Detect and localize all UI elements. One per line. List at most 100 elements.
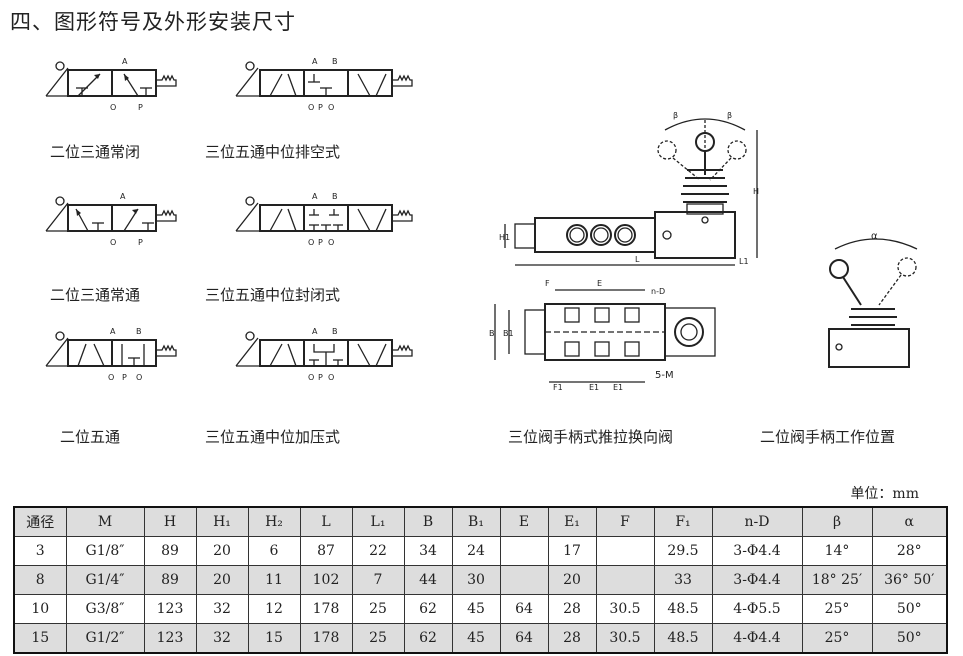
port-p-label: P (122, 373, 127, 382)
handle-position-drawing: α (828, 231, 918, 368)
table-cell: 22 (351, 536, 405, 566)
dim-l-label: L (635, 255, 640, 264)
table-cell: 123 (143, 594, 197, 624)
table-cell: 25° (801, 623, 873, 654)
valve-elevation-drawing: β β L L1 H1 H (499, 111, 759, 266)
dim-e1-label: E1 (613, 383, 623, 392)
port-o2-label: O (328, 238, 334, 247)
port-o-label: O (308, 238, 314, 247)
table-header-cell: β (801, 506, 873, 537)
table-cell: 8 (13, 565, 67, 595)
table-header-cell: H₁ (195, 506, 249, 537)
table-header-cell: B₁ (451, 506, 501, 537)
table-cell: 18° 25′ (801, 565, 873, 595)
table-cell: 28 (547, 623, 597, 654)
side-drawing-caption: 二位阀手柄工作位置 (760, 428, 896, 446)
port-a-label: A (122, 57, 128, 66)
table-cell: G1/4″ (65, 565, 145, 595)
table-cell: 64 (499, 623, 549, 654)
port-a-label: A (110, 327, 116, 336)
dim-e-label: E (597, 279, 602, 288)
table-cell (499, 565, 549, 595)
beta-label: β (727, 111, 732, 120)
table-cell: 48.5 (653, 594, 713, 624)
table-header-cell: E (499, 506, 549, 537)
table-cell: G1/2″ (65, 623, 145, 654)
table-header-cell: 通径 (13, 506, 67, 537)
port-o-label: O (308, 103, 314, 112)
table-cell: 20 (195, 565, 249, 595)
table-cell: 10 (13, 594, 67, 624)
symbol-3pos-5way-closed: A B O P O (235, 192, 413, 247)
port-a-label: A (312, 192, 318, 201)
table-cell: 48.5 (653, 623, 713, 654)
table-cell: 87 (299, 536, 353, 566)
table-cell: 11 (247, 565, 301, 595)
port-o2-label: O (328, 373, 334, 382)
table-cell: 32 (195, 594, 249, 624)
port-b-label: B (332, 327, 338, 336)
port-a-label: A (120, 192, 126, 201)
table-cell: 7 (351, 565, 405, 595)
unit-label: 单位：mm (850, 486, 919, 502)
table-header-cell: F (595, 506, 655, 537)
table-header-cell: E₁ (547, 506, 597, 537)
table-cell: 89 (143, 536, 197, 566)
dim-l1-label: L1 (739, 257, 749, 266)
table-cell: 3 (13, 536, 67, 566)
beta-label: β (673, 111, 678, 120)
dim-b1-label: B1 (503, 329, 514, 338)
table-cell: 25 (351, 623, 405, 654)
table-cell: 4-Φ4.4 (711, 623, 803, 654)
port-o-label: O (108, 373, 114, 382)
table-cell (499, 536, 549, 566)
port-a-label: A (312, 57, 318, 66)
table-cell: 3-Φ4.4 (711, 536, 803, 566)
port-b-label: B (332, 57, 338, 66)
symbol-2pos-3way-nc: A O P (45, 57, 177, 112)
dim-h-label: H (753, 187, 759, 196)
table-cell: 20 (547, 565, 597, 595)
table-cell: 20 (195, 536, 249, 566)
port-o-label: O (308, 373, 314, 382)
table-cell: 123 (143, 623, 197, 654)
port-o-label: O (110, 238, 116, 247)
table-cell: 30.5 (595, 594, 655, 624)
table-header-cell: α (871, 506, 948, 537)
table-header-cell: n-D (711, 506, 803, 537)
table-cell: G1/8″ (65, 536, 145, 566)
symbol-caption: 三位五通中位加压式 (205, 428, 341, 446)
table-header-cell: B (403, 506, 453, 537)
table-cell: 6 (247, 536, 301, 566)
table-header-cell: M (65, 506, 145, 537)
table-cell: 25° (801, 594, 873, 624)
table-header-cell: L (299, 506, 353, 537)
dim-nd-label: n-D (651, 287, 665, 296)
table-cell: 33 (653, 565, 713, 595)
table-cell (595, 565, 655, 595)
table-cell: 64 (499, 594, 549, 624)
table-cell: 28° (871, 536, 948, 566)
symbol-3pos-5way-exhaust: A B O P O (235, 57, 413, 112)
dim-m-label: 5-M (655, 370, 674, 381)
dim-h1-label: H1 (499, 233, 510, 242)
table-cell: 14° (801, 536, 873, 566)
table-cell: 30 (451, 565, 501, 595)
table-cell: 62 (403, 594, 453, 624)
symbol-caption: 二位三通常闭 (50, 143, 141, 161)
table-cell: 15 (13, 623, 67, 654)
table-header-cell: H₂ (247, 506, 301, 537)
symbol-2pos-3way-no: A O P (45, 192, 177, 247)
table-cell: 178 (299, 594, 353, 624)
table-cell: 50° (871, 594, 948, 624)
table-header-cell: H (143, 506, 197, 537)
valve-section-drawing: F E n-D F1 E1 E1 5-M B B1 (489, 279, 716, 392)
table-cell: G3/8″ (65, 594, 145, 624)
table-cell: 45 (451, 594, 501, 624)
table-cell: 15 (247, 623, 301, 654)
table-cell: 12 (247, 594, 301, 624)
symbol-caption: 三位五通中位封闭式 (205, 286, 341, 304)
